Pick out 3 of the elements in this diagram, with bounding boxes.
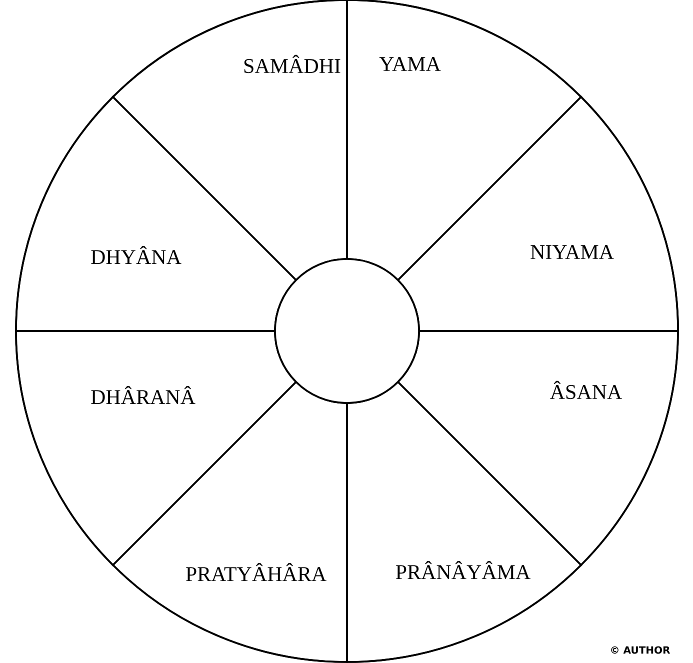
wheel-segment: DHYÂNA (15, 96, 297, 332)
copyright-note: © AUTHOR (611, 646, 670, 654)
wheel-segment: NIYAMA (397, 96, 679, 332)
